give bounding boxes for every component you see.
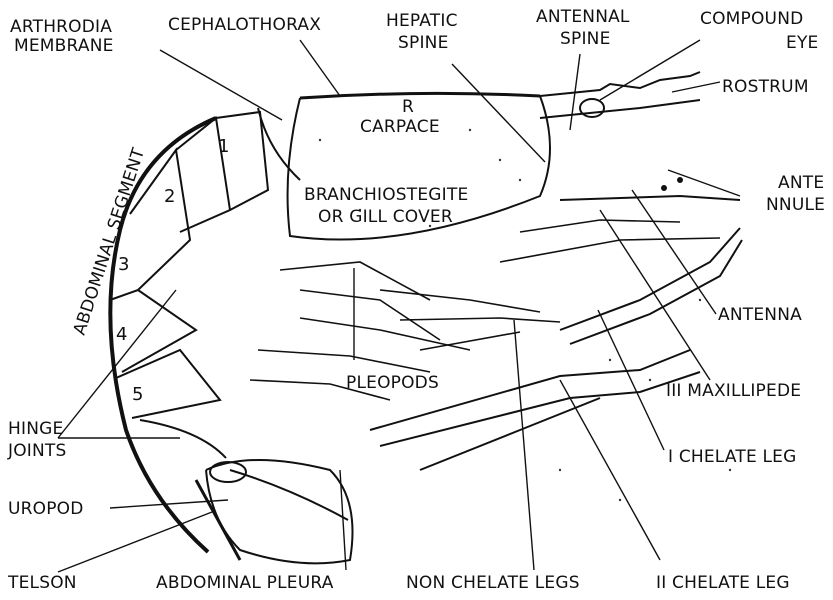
chelate-legs bbox=[370, 196, 742, 470]
segment-number-3: 3 bbox=[118, 254, 129, 275]
label-hepatic-2: SPINE bbox=[398, 33, 449, 53]
leader-non-chelate bbox=[514, 320, 534, 570]
leader-chelate-2 bbox=[560, 380, 660, 560]
label-antennule-2: NNULE bbox=[766, 195, 825, 215]
label-chelate-2: II CHELATE LEG bbox=[656, 573, 790, 593]
label-rostrum: ROSTRUM bbox=[722, 77, 809, 97]
leader-rostrum bbox=[672, 82, 720, 92]
leader-chelate-1 bbox=[598, 310, 664, 450]
label-branchiostegite-2: OR GILL COVER bbox=[318, 207, 453, 227]
rostrum-lower-edge bbox=[540, 100, 700, 118]
uropod-vein bbox=[230, 470, 348, 520]
leader-telson bbox=[58, 512, 212, 572]
leader-maxillipede bbox=[600, 210, 710, 380]
leader-pleura bbox=[340, 470, 346, 570]
segment-number-1: 1 bbox=[218, 136, 229, 157]
tail-fan bbox=[196, 460, 353, 563]
rostrum-shape bbox=[540, 72, 700, 96]
label-carapace-mark: R bbox=[402, 97, 414, 117]
pleopod-2 bbox=[300, 290, 440, 340]
leader-hepatic bbox=[452, 64, 545, 162]
label-chelate-1: I CHELATE LEG bbox=[668, 447, 797, 467]
segment-number-5: 5 bbox=[132, 384, 143, 405]
label-maxillipede: III MAXILLIPEDE bbox=[666, 381, 801, 401]
label-compound-2: EYE bbox=[786, 33, 818, 53]
hinge-line bbox=[140, 420, 226, 458]
leg-3 bbox=[420, 332, 520, 350]
carapace-dorsal-edge bbox=[300, 93, 540, 98]
label-antennal-1: ANTENNAL bbox=[536, 7, 630, 27]
label-non-chelate: NON CHELATE LEGS bbox=[406, 573, 580, 593]
leader-antenna bbox=[632, 190, 716, 314]
label-hinge-2: JOINTS bbox=[7, 441, 67, 461]
antenna-shape bbox=[560, 196, 740, 200]
label-carapace: CARPACE bbox=[360, 117, 440, 137]
leader-cephalothorax bbox=[300, 40, 340, 96]
pleopod-1 bbox=[280, 262, 430, 300]
label-arthrodia-1: ARTHRODIA bbox=[10, 17, 112, 37]
label-pleopods: PLEOPODS bbox=[346, 373, 439, 393]
label-arthrodia-2: MEMBRANE bbox=[14, 36, 114, 56]
label-compound-1: COMPOUND bbox=[700, 9, 803, 29]
label-abdominal-pleura: ABDOMINAL PLEURA bbox=[156, 573, 334, 593]
leader-arthrodia bbox=[160, 50, 282, 120]
pleopod-4 bbox=[258, 350, 430, 372]
label-telson: TELSON bbox=[7, 573, 77, 593]
label-uropod: UROPOD bbox=[8, 499, 84, 519]
label-hepatic-1: HEPATIC bbox=[386, 11, 458, 31]
segment-number-2: 2 bbox=[164, 186, 175, 207]
label-branchiostegite-1: BRANCHIOSTEGITE bbox=[304, 185, 468, 205]
leg-5 bbox=[500, 238, 720, 262]
label-hinge-1: HINGE bbox=[8, 419, 63, 439]
leg-2 bbox=[400, 318, 560, 322]
leader-compound-eye bbox=[600, 40, 700, 100]
uropod-joint bbox=[210, 462, 246, 482]
compound-eye-shape bbox=[580, 99, 604, 117]
leg-1 bbox=[380, 290, 540, 312]
segment-1-shape bbox=[216, 112, 268, 210]
label-antennule-1: ANTE bbox=[778, 173, 824, 193]
label-antenna: ANTENNA bbox=[718, 305, 802, 325]
label-cephalothorax: CEPHALOTHORAX bbox=[168, 15, 321, 35]
segment-number-4: 4 bbox=[116, 324, 127, 345]
label-antennal-2: SPINE bbox=[560, 29, 611, 49]
leader-antennule bbox=[668, 170, 740, 196]
